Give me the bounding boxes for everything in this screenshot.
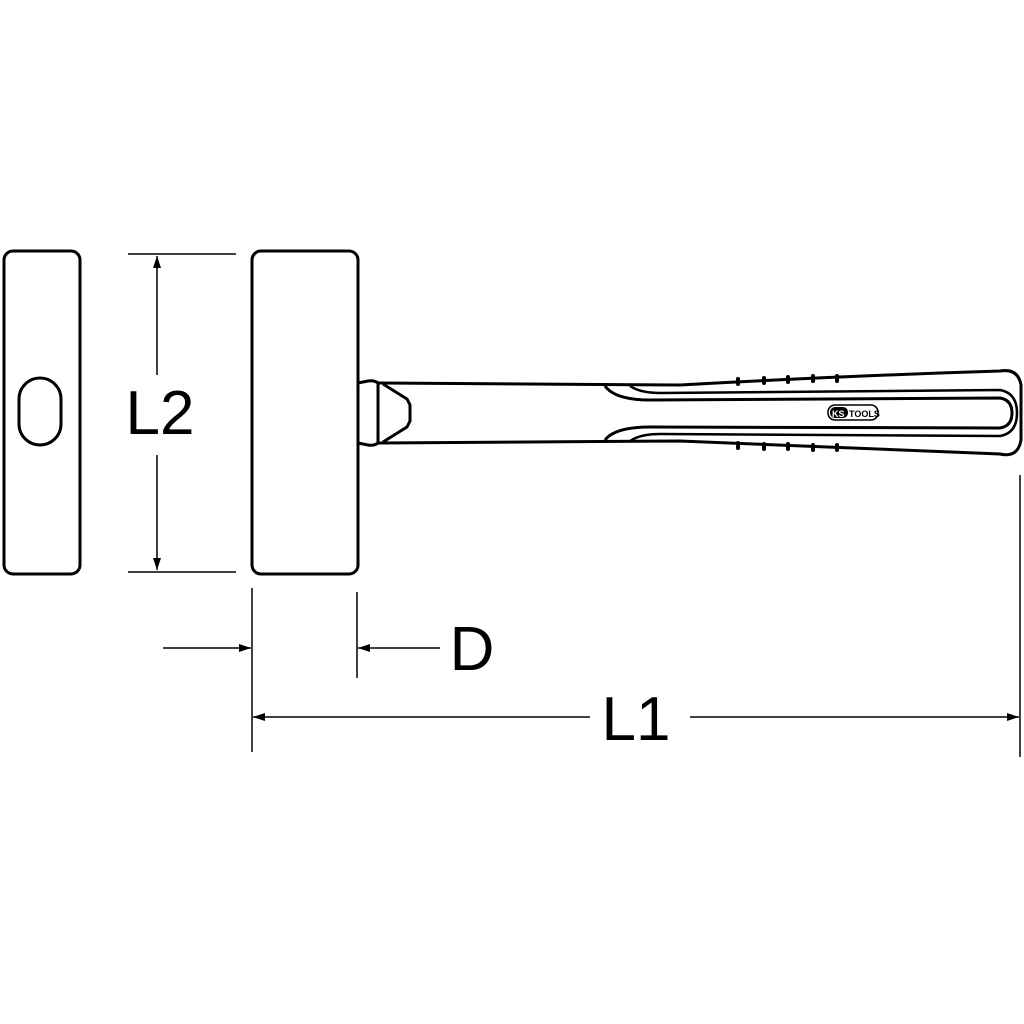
handle — [357, 369, 1023, 457]
l1-label: L1 — [602, 685, 671, 754]
grip-dots — [736, 374, 839, 452]
d-label: D — [450, 615, 495, 684]
svg-text:KS: KS — [832, 409, 845, 419]
ks-tools-logo: KS TOOLS — [827, 404, 880, 421]
l2-label: L2 — [126, 379, 195, 448]
svg-text:TOOLS: TOOLS — [849, 409, 880, 419]
head-side-view — [2, 249, 82, 576]
head-front-view — [250, 249, 360, 576]
handle-slot — [17, 376, 63, 447]
